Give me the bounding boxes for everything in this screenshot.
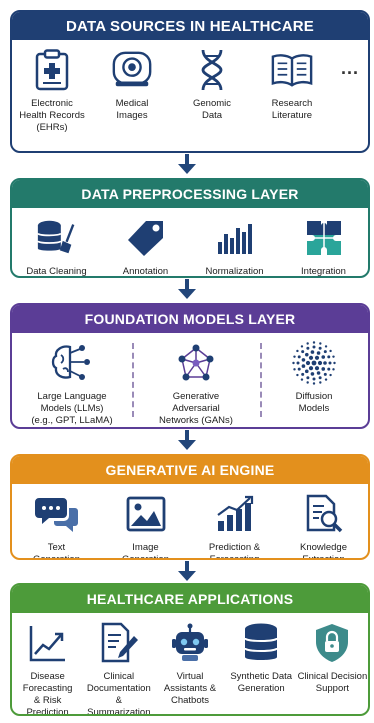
layer-items: Data Cleaning Annotation bbox=[12, 208, 368, 277]
item-label: Disease Forecasting & Risk Prediction bbox=[22, 671, 73, 716]
bar-chart-icon bbox=[213, 216, 257, 260]
item-label: Prediction & Forecasting bbox=[208, 542, 261, 560]
shield-lock-icon bbox=[310, 621, 354, 665]
item-label: Synthetic Data Generation bbox=[230, 671, 293, 694]
item-label: Electronic Health Records (EHRs) bbox=[19, 98, 85, 133]
layer-healthcare-applications: HEALTHCARE APPLICATIONS Disease Forecast… bbox=[10, 583, 370, 716]
layer-data-sources: DATA SOURCES IN HEALTHCARE Electronic He… bbox=[10, 10, 370, 153]
item-label: Text Generation bbox=[32, 542, 80, 560]
item-integration: Integration bbox=[279, 208, 368, 277]
item-llms: Large Language Models (LLMs) (e.g., GPT,… bbox=[12, 333, 132, 427]
layer-items: Large Language Models (LLMs) (e.g., GPT,… bbox=[12, 333, 368, 427]
item-label: Virtual Assistants & Chatbots bbox=[163, 671, 217, 706]
mri-scanner-icon bbox=[110, 48, 154, 92]
item-research-literature: Research Literature bbox=[252, 40, 332, 134]
item-normalization: Normalization bbox=[190, 208, 279, 277]
brain-network-icon bbox=[50, 341, 94, 385]
item-knowledge-extraction: Knowledge Extraction bbox=[279, 484, 368, 560]
neural-network-icon bbox=[174, 341, 218, 385]
item-data-cleaning: Data Cleaning bbox=[12, 208, 101, 277]
layer-title: DATA SOURCES IN HEALTHCARE bbox=[12, 12, 368, 40]
item-label: Clinical Decision Support bbox=[297, 671, 368, 694]
item-label: Normalization bbox=[205, 266, 264, 277]
item-clinical-documentation: Clinical Documentation & Summarization bbox=[83, 613, 154, 716]
flow-arrow bbox=[176, 279, 198, 299]
document-pen-icon bbox=[97, 621, 141, 665]
flow-arrow bbox=[176, 154, 198, 174]
item-label: Integration bbox=[301, 266, 346, 277]
item-label: Diffusion Models bbox=[295, 391, 333, 414]
item-annotation: Annotation bbox=[101, 208, 190, 277]
item-label: Research Literature bbox=[271, 98, 313, 121]
robot-icon bbox=[168, 621, 212, 665]
image-icon bbox=[124, 492, 168, 536]
database-broom-icon bbox=[35, 216, 79, 260]
item-label: Clinical Documentation & Summarization bbox=[86, 671, 151, 716]
tag-icon bbox=[124, 216, 168, 260]
item-clinical-decision-support: Clinical Decision Support bbox=[297, 613, 368, 714]
divider bbox=[260, 343, 262, 417]
flow-arrow bbox=[176, 430, 198, 450]
item-disease-forecasting: Disease Forecasting & Risk Prediction bbox=[12, 613, 83, 716]
item-ehr: Electronic Health Records (EHRs) bbox=[12, 40, 92, 134]
trend-line-icon bbox=[26, 621, 70, 665]
divider bbox=[132, 343, 134, 417]
book-icon bbox=[270, 48, 314, 92]
item-genomic-data: Genomic Data bbox=[172, 40, 252, 134]
layer-title: FOUNDATION MODELS LAYER bbox=[12, 305, 368, 333]
item-label: Medical Images bbox=[115, 98, 149, 121]
item-prediction-forecasting: Prediction & Forecasting bbox=[190, 484, 279, 560]
layer-title: DATA PREPROCESSING LAYER bbox=[12, 180, 368, 208]
item-medical-images: Medical Images bbox=[92, 40, 172, 134]
more-indicator: ... bbox=[332, 40, 368, 134]
item-diffusion-models: Diffusion Models bbox=[260, 333, 368, 427]
layer-generative-ai-engine: GENERATIVE AI ENGINE Text Generation Ima bbox=[10, 454, 370, 560]
item-label: Large Language Models (LLMs) (e.g., GPT,… bbox=[31, 391, 113, 426]
puzzle-icon bbox=[302, 216, 346, 260]
layer-data-preprocessing: DATA PREPROCESSING LAYER Data Cleaning bbox=[10, 178, 370, 278]
layer-title: GENERATIVE AI ENGINE bbox=[12, 456, 368, 484]
layer-items: Electronic Health Records (EHRs) Medical… bbox=[12, 40, 368, 134]
item-label: Genomic Data bbox=[192, 98, 231, 121]
item-synthetic-data: Synthetic Data Generation bbox=[226, 613, 297, 714]
item-text-generation: Text Generation bbox=[12, 484, 101, 560]
item-label: Data Cleaning bbox=[26, 266, 87, 277]
growth-chart-icon bbox=[213, 492, 257, 536]
layer-items: Disease Forecasting & Risk Prediction Cl… bbox=[12, 613, 368, 716]
item-virtual-assistants: Virtual Assistants & Chatbots bbox=[154, 613, 225, 714]
layer-items: Text Generation Image Generation bbox=[12, 484, 368, 560]
item-label: Generative Adversarial Networks (GANs) bbox=[159, 391, 233, 426]
layer-title: HEALTHCARE APPLICATIONS bbox=[12, 585, 368, 613]
database-icon bbox=[239, 621, 283, 665]
more-dots: ... bbox=[340, 58, 359, 78]
document-search-icon bbox=[302, 492, 346, 536]
layer-foundation-models: FOUNDATION MODELS LAYER Large Language M… bbox=[10, 303, 370, 429]
item-label: Knowledge Extraction bbox=[299, 542, 347, 560]
clipboard-medical-icon bbox=[30, 48, 74, 92]
item-label: Annotation bbox=[122, 266, 169, 277]
dna-icon bbox=[190, 48, 234, 92]
item-label: Image Generation bbox=[121, 542, 169, 560]
diffusion-dots-icon bbox=[292, 341, 336, 385]
item-gans: Generative Adversarial Networks (GANs) bbox=[132, 333, 260, 427]
chat-bubbles-icon bbox=[34, 492, 79, 536]
item-image-generation: Image Generation bbox=[101, 484, 190, 560]
flow-arrow bbox=[176, 561, 198, 581]
